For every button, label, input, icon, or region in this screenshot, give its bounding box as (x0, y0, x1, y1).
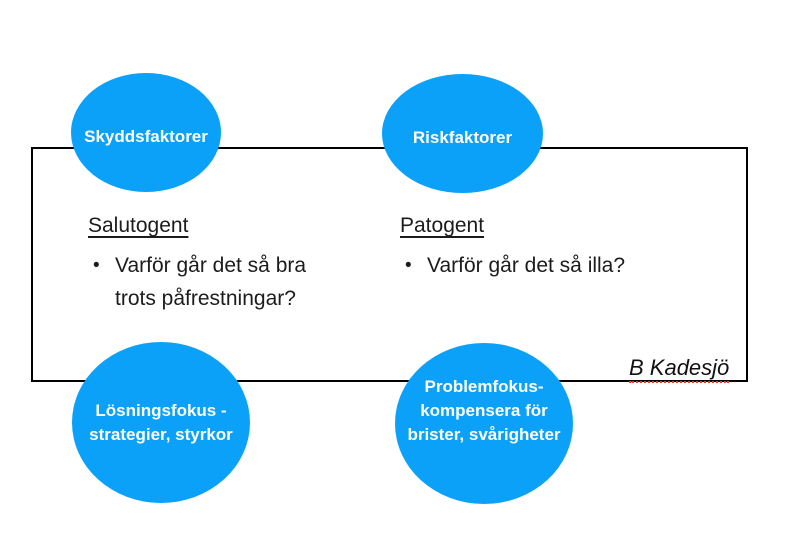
bubble-label-line: brister, svårigheter (407, 424, 561, 444)
bullet-text-line: Varför går det så bra (115, 254, 307, 277)
bullet-icon: • (405, 255, 412, 276)
bubble-problemfokus: Problemfokus- kompensera för brister, sv… (395, 343, 573, 504)
bubble-label: Riskfaktorer (412, 127, 513, 147)
attribution-text: B Kadesjö (629, 355, 730, 383)
bullet-text-line: trots påfrestningar? (115, 287, 296, 310)
attribution: B Kadesjö (629, 355, 730, 383)
patogent-bullet-item: • Varför går det så illa? (400, 249, 720, 282)
bullet-text-line: Varför går det så illa? (427, 254, 626, 277)
bullet-icon: • (93, 255, 100, 276)
patogent-heading: Patogent (400, 214, 485, 237)
bubble-losningsfokus: Lösningsfokus - strategier, styrkor (72, 342, 250, 503)
bubble-label-line: strategier, styrkor (89, 424, 233, 444)
bubble-skyddsfaktorer: Skyddsfaktorer (71, 73, 221, 192)
bubble-label: Skyddsfaktorer (84, 126, 208, 146)
bubble-riskfaktorer: Riskfaktorer (382, 74, 543, 193)
bubble-label-line: Problemfokus- (424, 376, 544, 396)
salutogent-heading: Salutogent (88, 214, 189, 237)
salutogent-bullet-text: Varför går det så bra trots påfrestninga… (115, 249, 306, 315)
salutogent-bullet-item: • Varför går det så bra trots påfrestnin… (88, 249, 368, 315)
patogent-bullet-text: Varför går det så illa? (427, 249, 625, 282)
bubble-label-line: Lösningsfokus - (95, 400, 227, 420)
patogent-section: Patogent • Varför går det så illa? (400, 212, 720, 282)
salutogent-section: Salutogent • Varför går det så bra trots… (88, 212, 368, 315)
bubble-label-line: kompensera för (420, 400, 548, 420)
